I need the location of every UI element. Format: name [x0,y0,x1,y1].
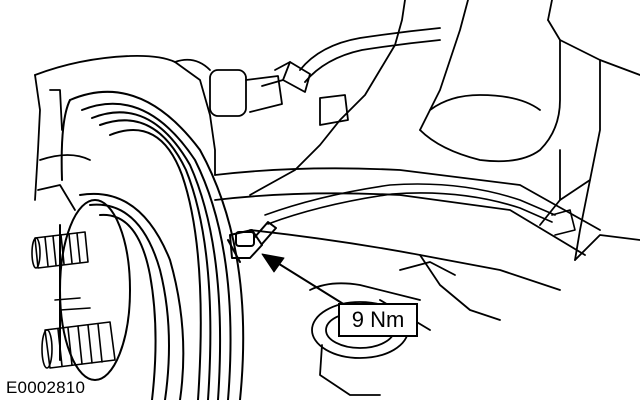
suspension-frame [249,0,640,261]
figure-id-label: E0002810 [6,378,86,397]
brake-disc [60,90,245,400]
brake-tube [264,183,576,236]
wheel-stud-lower [41,297,116,369]
caliper-body [34,54,216,211]
torque-leader-arrow [261,253,346,306]
bracket-bolt [227,221,277,263]
wheel-hub [59,192,185,400]
control-arm [214,167,601,396]
wheel-stud-upper [31,231,89,269]
torque-callout: 9 Nm [338,303,418,337]
brake-hose-upper [209,27,441,126]
